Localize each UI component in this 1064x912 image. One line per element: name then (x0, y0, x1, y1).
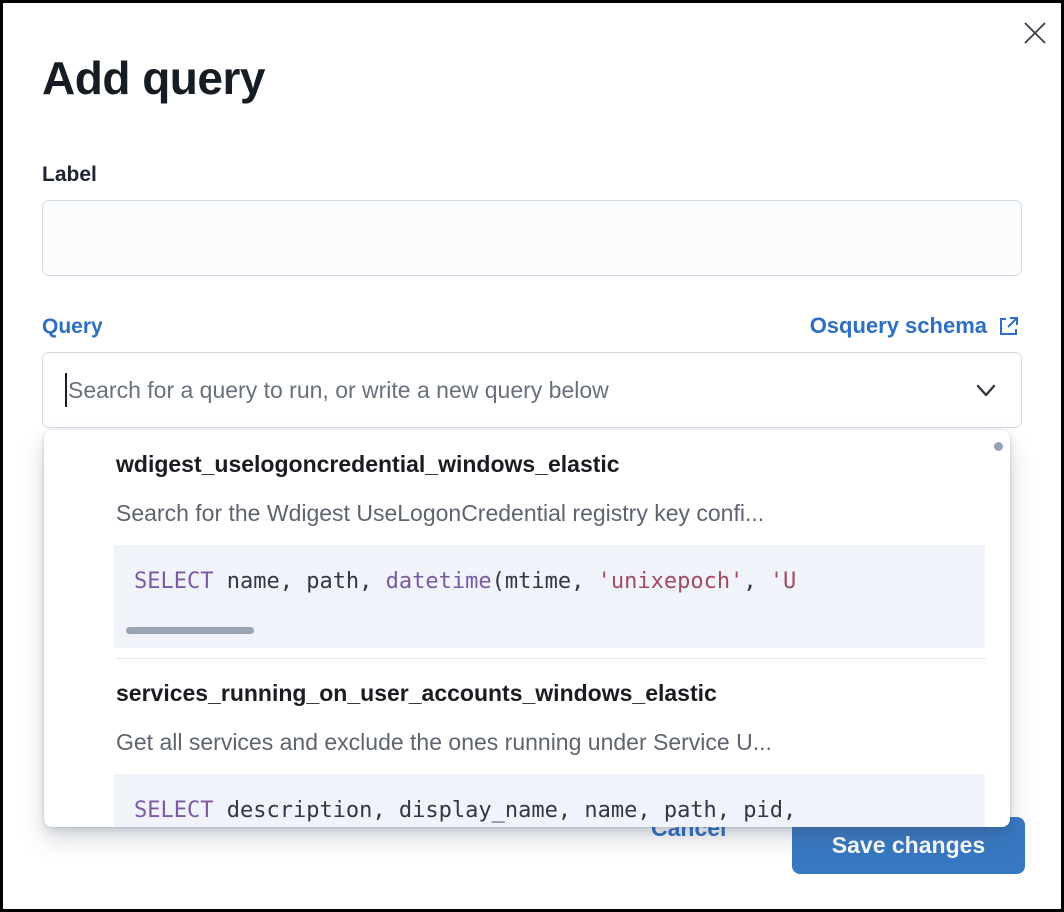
option-divider (116, 658, 986, 659)
sql-code: SELECT description, display_name, name, … (134, 798, 797, 823)
query-option[interactable]: services_running_on_user_accounts_window… (44, 659, 1010, 827)
query-option-description: Get all services and exclude the ones ru… (116, 729, 772, 755)
osquery-schema-link-label: Osquery schema (809, 313, 987, 338)
query-option-title: services_running_on_user_accounts_window… (116, 680, 717, 706)
sql-code: SELECT name, path, datetime(mtime, 'unix… (134, 569, 797, 594)
query-field-label: Query (42, 315, 103, 338)
query-search-combobox[interactable]: Search for a query to run, or write a ne… (42, 352, 1022, 428)
text-cursor (65, 373, 67, 407)
close-button[interactable] (1020, 18, 1050, 48)
modal-title: Add query (42, 52, 265, 104)
query-options-dropdown: wdigest_uselogoncredential_windows_elast… (44, 430, 1010, 827)
osquery-schema-link[interactable]: Osquery schema (810, 313, 1020, 339)
query-option-title: wdigest_uselogoncredential_windows_elast… (116, 451, 620, 477)
query-search-placeholder: Search for a query to run, or write a ne… (68, 376, 609, 403)
external-link-icon (996, 314, 1020, 338)
query-option-sql-block: SELECT name, path, datetime(mtime, 'unix… (114, 545, 985, 648)
label-input[interactable] (42, 200, 1022, 276)
query-option[interactable]: wdigest_uselogoncredential_windows_elast… (44, 430, 1010, 659)
label-field-label: Label (42, 163, 97, 186)
vertical-scrollbar-thumb[interactable] (994, 442, 1003, 451)
query-option-description: Search for the Wdigest UseLogonCredentia… (116, 500, 765, 526)
horizontal-scrollbar-thumb[interactable] (126, 627, 254, 634)
query-option-sql-block: SELECT description, display_name, name, … (114, 774, 985, 827)
close-icon (1022, 20, 1048, 46)
chevron-down-icon[interactable] (973, 377, 999, 403)
